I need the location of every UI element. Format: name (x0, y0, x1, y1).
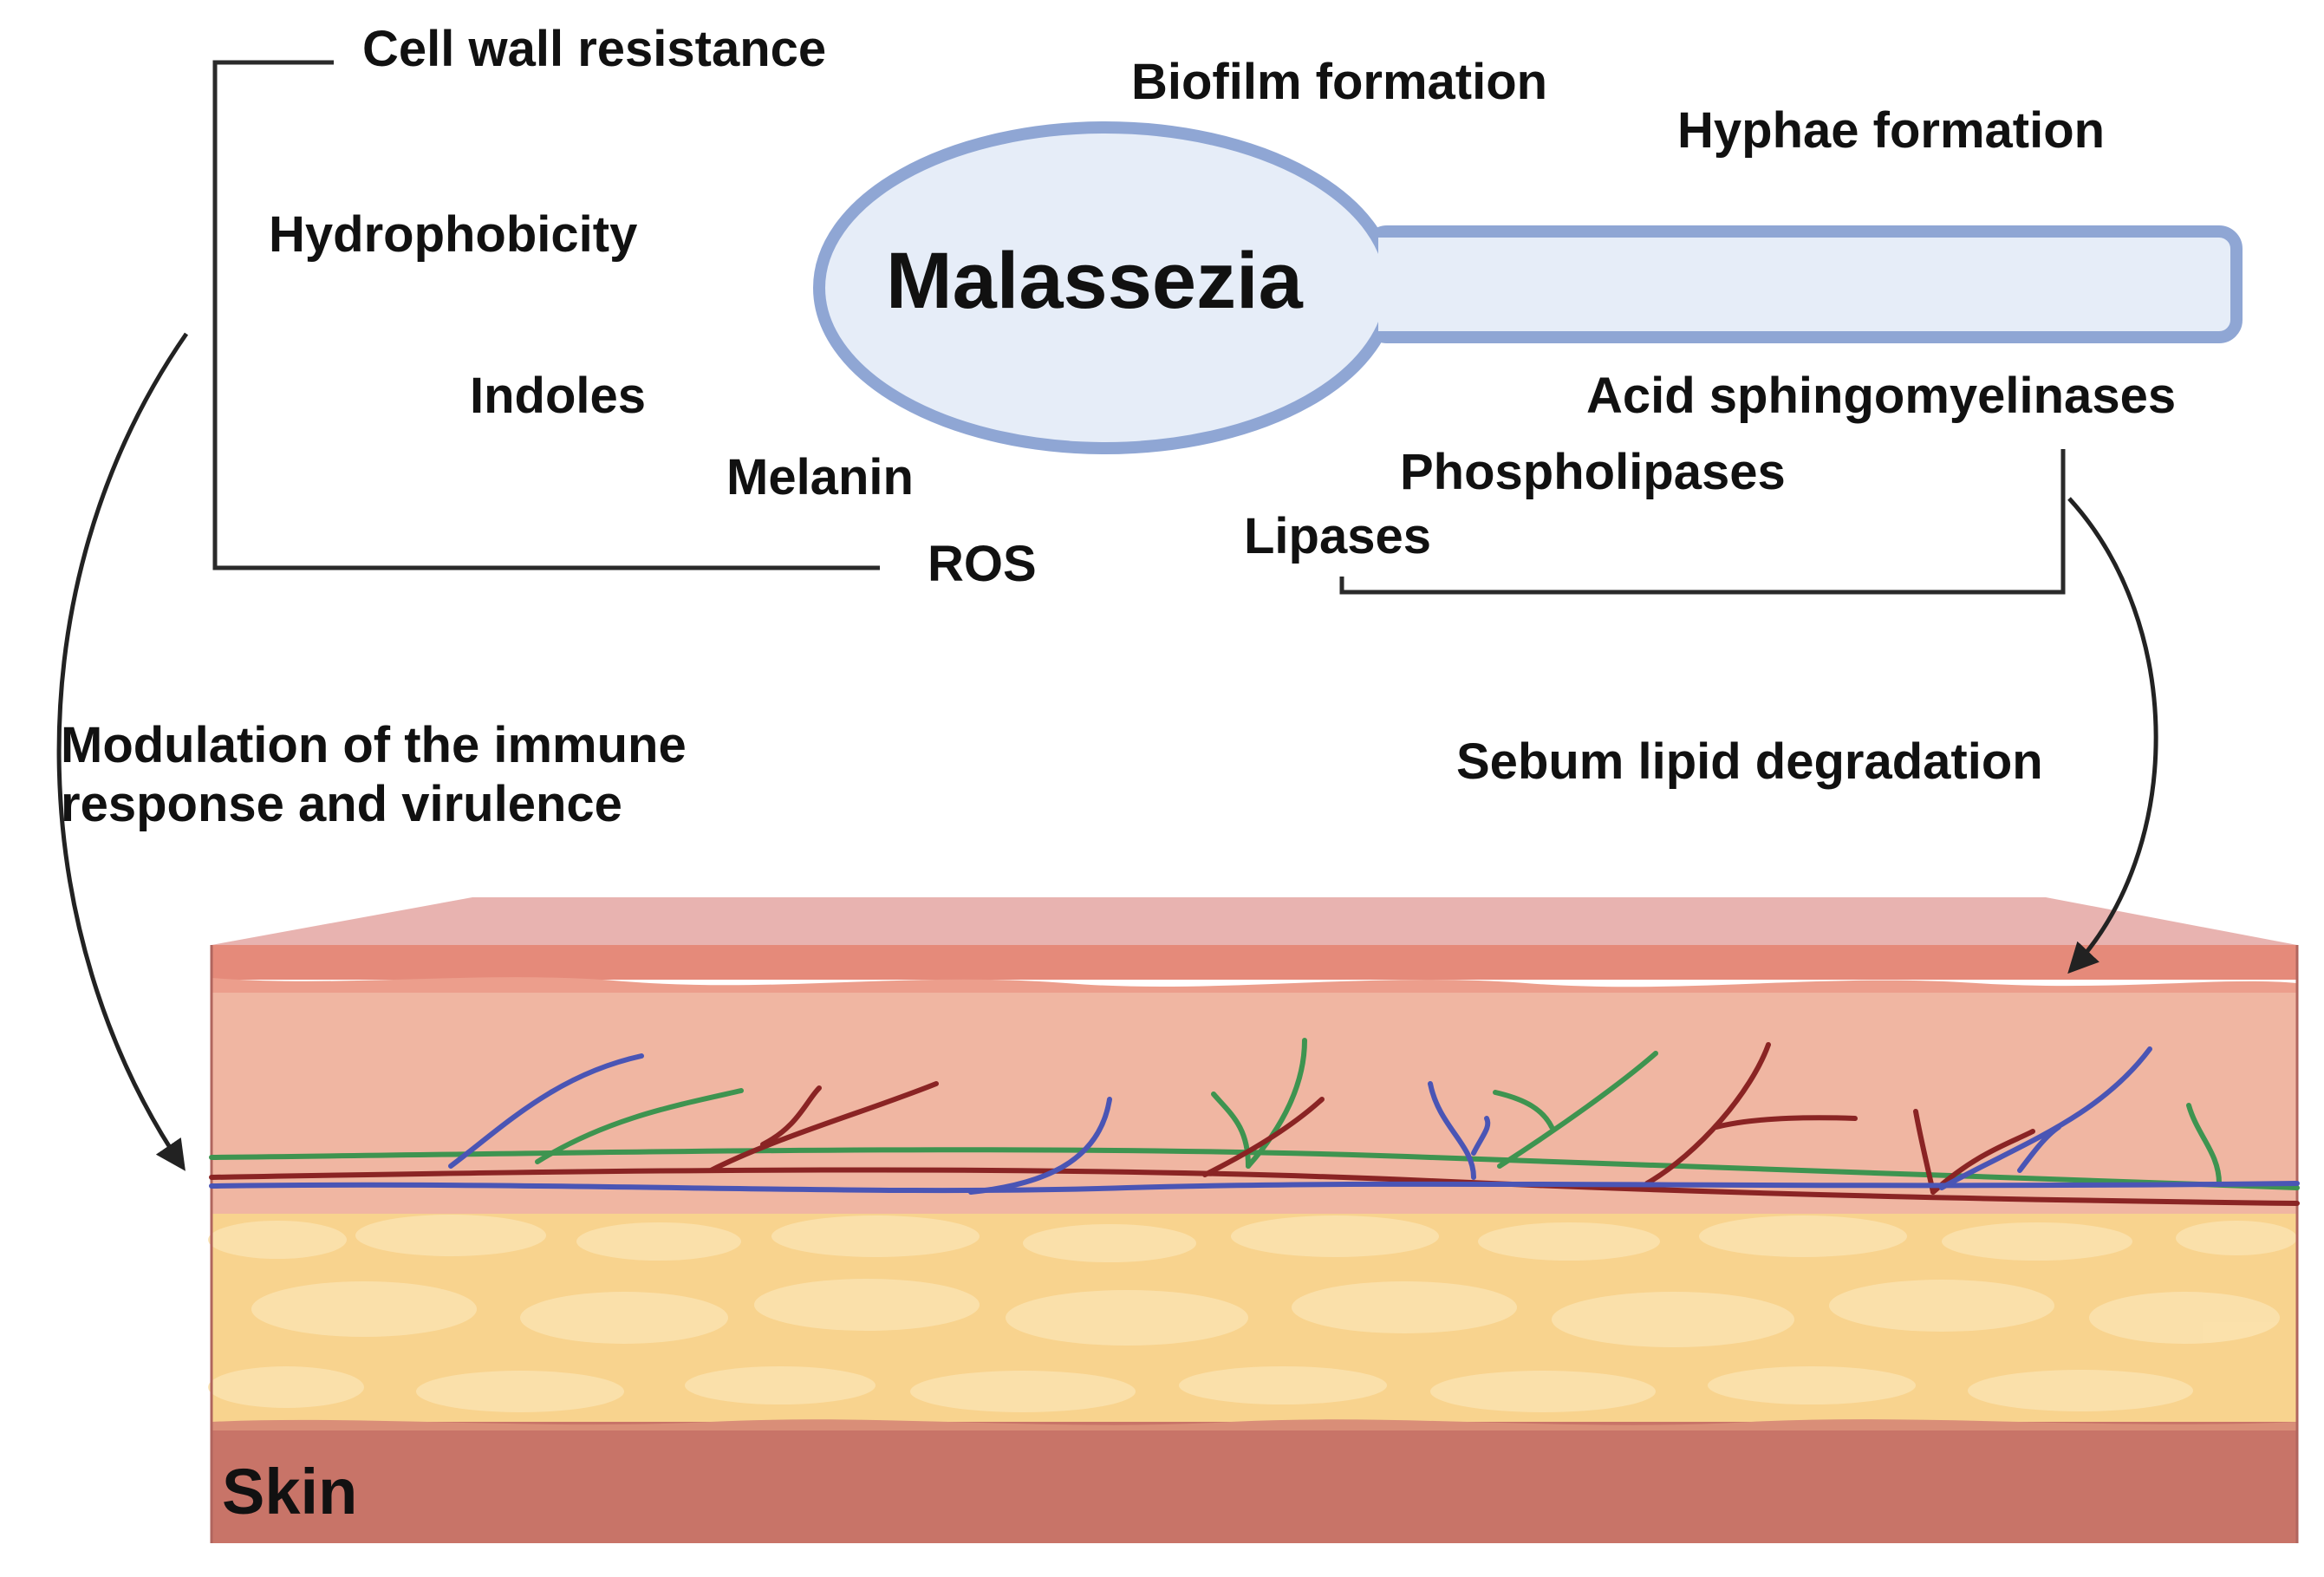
label-hydrophobicity: Hydrophobicity (269, 206, 638, 263)
label-sebum-lipid-degradation: Sebum lipid degradation (1456, 733, 2043, 790)
label-skin: Skin (222, 1456, 358, 1528)
label-cell-wall-resistance: Cell wall resistance (362, 21, 827, 77)
skin-block (208, 897, 2299, 1543)
sebum-arrow (2067, 497, 2158, 974)
hypodermis-deep (212, 1422, 2297, 1543)
label-immune-modulation: Modulation of the immune response and vi… (61, 716, 858, 835)
nerve-network (209, 1038, 2300, 1190)
label-indoles: Indoles (470, 368, 647, 424)
right-bracket (1339, 449, 2066, 595)
label-immune-line1: Modulation of the immune (61, 717, 687, 773)
organism-label: Malassezia (886, 237, 1303, 325)
left-bracket (212, 60, 880, 570)
immune-arrow (56, 332, 189, 1171)
stratum-corneum (212, 945, 2297, 980)
label-hyphae-formation: Hyphae formation (1677, 102, 2106, 159)
label-ros: ROS (928, 536, 1037, 592)
artery-network (209, 1042, 2300, 1206)
label-phospholipases: Phospholipases (1400, 444, 1786, 500)
label-biofilm-formation: Biofilm formation (1131, 54, 1548, 110)
label-immune-line2: response and virulence (61, 776, 622, 833)
vein-network (209, 1046, 2300, 1195)
malassezia-cell (813, 121, 2243, 454)
hypha (1364, 225, 2243, 343)
skin-top-face (212, 897, 2297, 945)
fat-lobules (208, 1215, 2297, 1412)
label-melanin: Melanin (726, 449, 914, 505)
label-lipases: Lipases (1244, 508, 1431, 564)
label-acid-sphingomyelinases: Acid sphingomyelinases (1586, 368, 2177, 424)
